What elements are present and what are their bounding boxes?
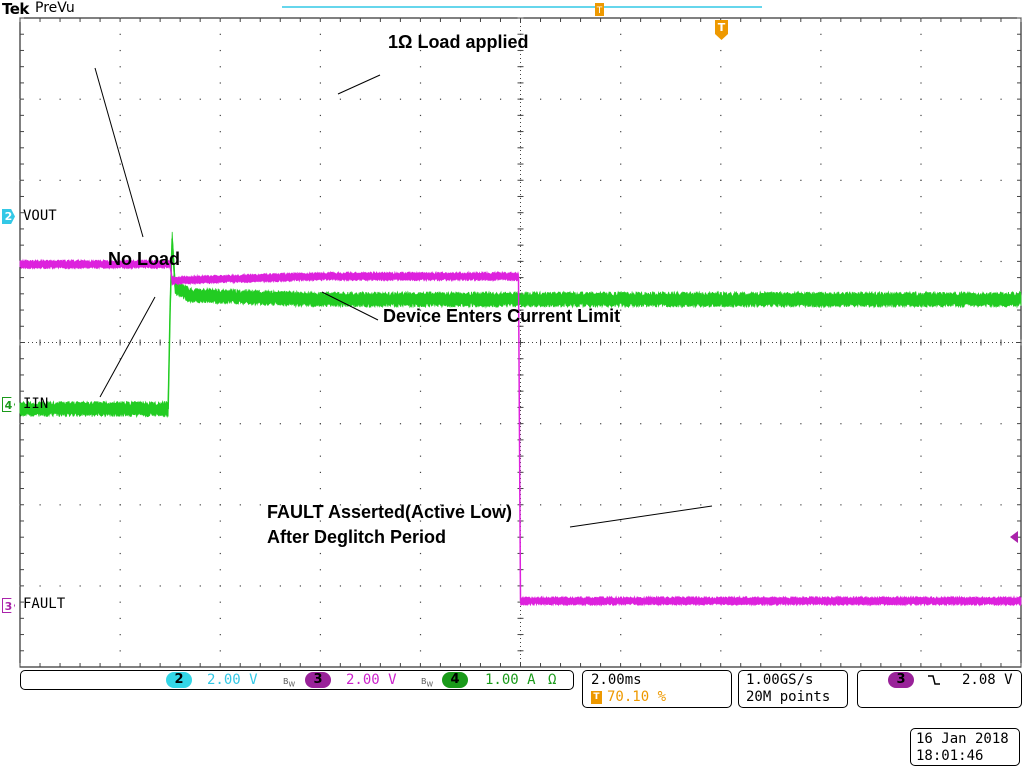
acquisition-mode-label: PreVu xyxy=(35,0,75,16)
record-view-bar: T xyxy=(282,3,762,16)
annotation-no-load: No Load xyxy=(108,249,180,269)
channel-scale-panel[interactable]: 2 2.00 V BW 3 2.00 V BW 4 1.00 A Ω xyxy=(20,670,574,690)
ch4-ground-marker[interactable]: 4 xyxy=(2,397,15,412)
trigger-source-chip[interactable]: 3 xyxy=(888,672,914,688)
ch2-label: VOUT xyxy=(23,208,57,224)
ch4-scale: 1.00 A xyxy=(485,672,536,688)
ch2-scale: 2.00 V xyxy=(207,672,258,688)
ch3-scale: 2.00 V xyxy=(346,672,397,688)
annotation-fault-line1: FAULT Asserted(Active Low) xyxy=(267,502,513,522)
ch3-ground-marker[interactable]: 3 xyxy=(2,598,15,613)
trace-band-iin xyxy=(19,231,1022,418)
brand-label: Tek xyxy=(2,0,29,18)
trace-band-fault xyxy=(19,258,1022,607)
trigger-level-icon[interactable] xyxy=(1010,531,1018,543)
annotation-current-limit: Device Enters Current Limit xyxy=(383,306,621,326)
annotation-leader-lines xyxy=(94,67,713,528)
trigger-marker-icon[interactable]: T xyxy=(715,20,728,40)
datetime-panel: 16 Jan 2018 18:01:46 xyxy=(910,728,1020,766)
ch2-bw-limit-icon: BW xyxy=(283,677,296,689)
ch2-chip[interactable]: 2 xyxy=(166,672,192,688)
timebase-panel[interactable]: 2.00ms T 70.10 % xyxy=(582,670,732,708)
falling-edge-icon xyxy=(928,675,940,685)
svg-text:T: T xyxy=(596,6,603,16)
trigger-position-icon: T xyxy=(595,3,604,16)
record-length: 20M points xyxy=(746,689,831,705)
trigger-position-small-icon: T xyxy=(591,691,602,704)
annotation-fault-line2: After Deglitch Period xyxy=(267,527,447,547)
graticule xyxy=(19,17,1022,668)
trigger-position-value: 70.10 % xyxy=(607,689,667,705)
leader-no-load-bottom xyxy=(99,296,156,398)
acquisition-panel[interactable]: 1.00GS/s 20M points xyxy=(738,670,848,708)
leader-current-limit xyxy=(321,291,379,321)
time-label: 18:01:46 xyxy=(916,748,984,764)
ch4-label: IIN xyxy=(23,396,49,412)
sample-rate: 1.00GS/s xyxy=(746,672,814,688)
leader-no-load-top xyxy=(94,67,144,238)
waveform-traces xyxy=(19,231,1022,607)
leader-fault xyxy=(569,505,713,528)
ch3-bw-limit-icon: BW xyxy=(421,677,434,689)
svg-text:T: T xyxy=(718,21,726,34)
ch4-chip[interactable]: 4 xyxy=(442,672,468,688)
timebase-value: 2.00ms xyxy=(591,672,642,688)
trigger-level: 2.08 V xyxy=(962,672,1013,688)
ch3-chip[interactable]: 3 xyxy=(305,672,331,688)
date-label: 16 Jan 2018 xyxy=(916,731,1009,747)
leader-load-applied xyxy=(337,74,381,95)
ch4-termination-icon: Ω xyxy=(548,672,557,688)
trace-fault xyxy=(19,258,1022,607)
ch3-label: FAULT xyxy=(23,596,66,612)
trigger-panel[interactable]: 3 2.08 V xyxy=(857,670,1022,708)
ch2-ground-marker[interactable]: 2 xyxy=(2,209,15,224)
annotation-load-applied: 1Ω Load applied xyxy=(388,32,529,52)
